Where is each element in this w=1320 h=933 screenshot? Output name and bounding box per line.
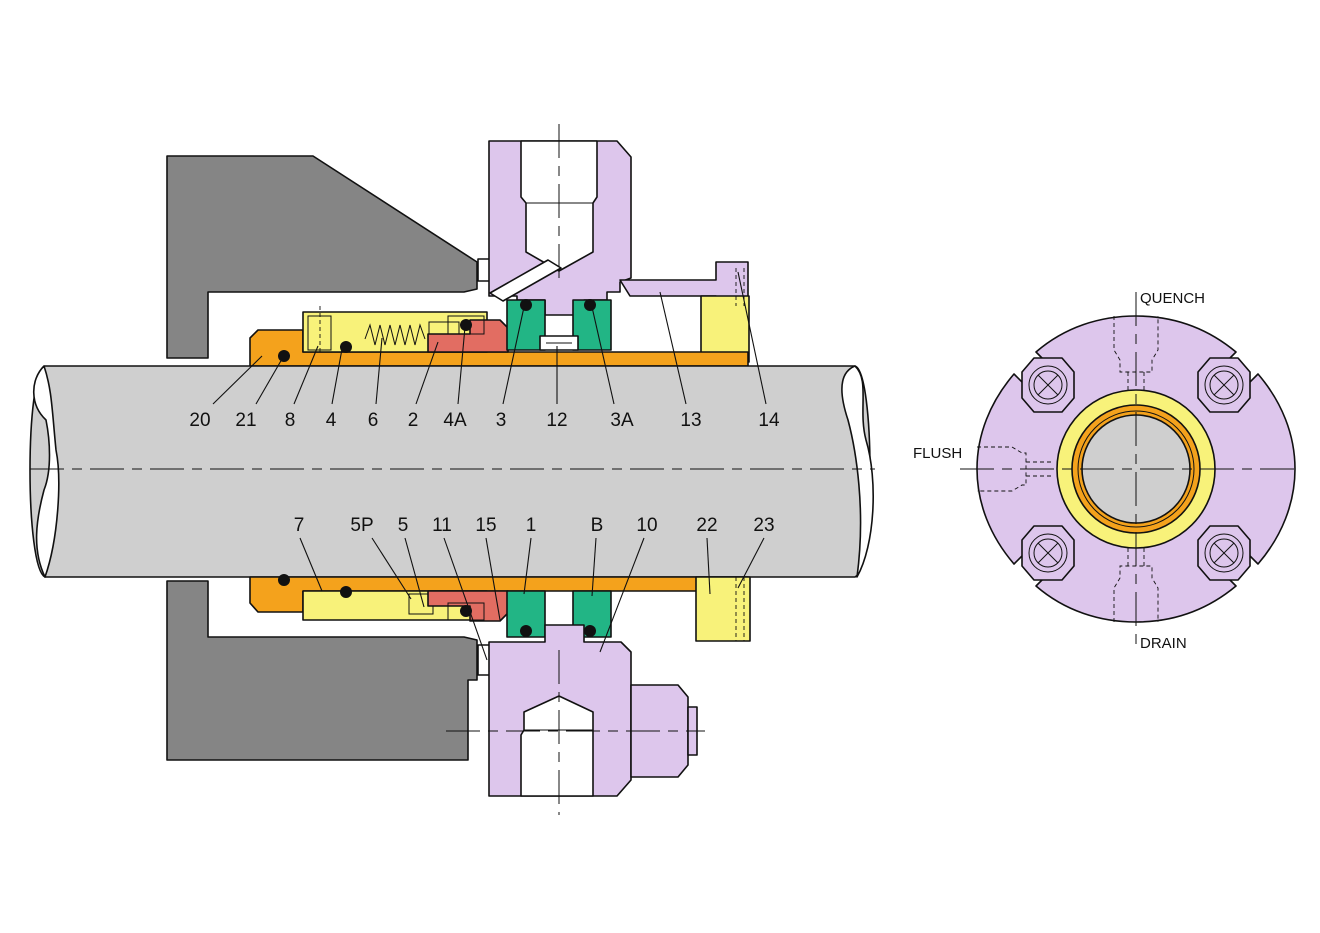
part-label: 13 [680,410,701,431]
o-rings-lower [278,574,596,637]
part-label: 6 [368,410,379,431]
part-label: 5 [398,515,409,536]
leader-lines-bottom [299,537,765,661]
gland-port-lower [520,695,594,797]
part-label: 4A [443,410,467,431]
part-label: 23 [753,515,774,536]
seat-upper-right [572,299,612,351]
part-labels-bottom: 7 5P 5 11 15 1 B 10 22 23 [294,515,775,536]
o-rings-upper [278,299,596,362]
part-label: 11 [432,515,452,536]
section-view [29,124,875,815]
part-label: B [591,515,604,536]
part-label: 22 [696,515,717,536]
pump-housing-lower [166,580,478,761]
part-label: 20 [189,410,210,431]
arm-clamp-upper [700,295,750,363]
end-view: QUENCH FLUSH DRAIN [913,290,1302,652]
bolt-upper-right [1197,357,1251,413]
pump-housing-upper [166,155,478,359]
part-label: 3 [496,410,507,431]
bolt-lower-left [1021,525,1075,581]
quench-port-label: QUENCH [1140,290,1205,307]
part-label: 5P [350,515,373,536]
part-label: 7 [294,515,305,536]
part-label: 12 [546,410,567,431]
part-label: 2 [408,410,419,431]
spring-upper [364,323,426,346]
flush-port-label: FLUSH [913,445,962,462]
part-label: 3A [610,410,634,431]
part-label: 10 [636,515,657,536]
rotating-face-upper [427,319,509,353]
part-label: 14 [758,410,780,431]
bolt-upper-left [1021,357,1075,413]
bolt-lower-right [1197,525,1251,581]
part-label: 8 [285,410,296,431]
part-label: 4 [326,410,337,431]
part-label: 15 [475,515,496,536]
shaft [29,365,871,578]
drain-port-label: DRAIN [1140,635,1187,652]
leader-lines-top [212,271,767,405]
part-label: 21 [235,410,256,431]
part-labels-top: 20 21 8 4 6 2 4A 3 12 3A 13 14 [189,410,780,431]
part-label: 1 [526,515,537,536]
clamp-ring-lower [695,576,751,642]
